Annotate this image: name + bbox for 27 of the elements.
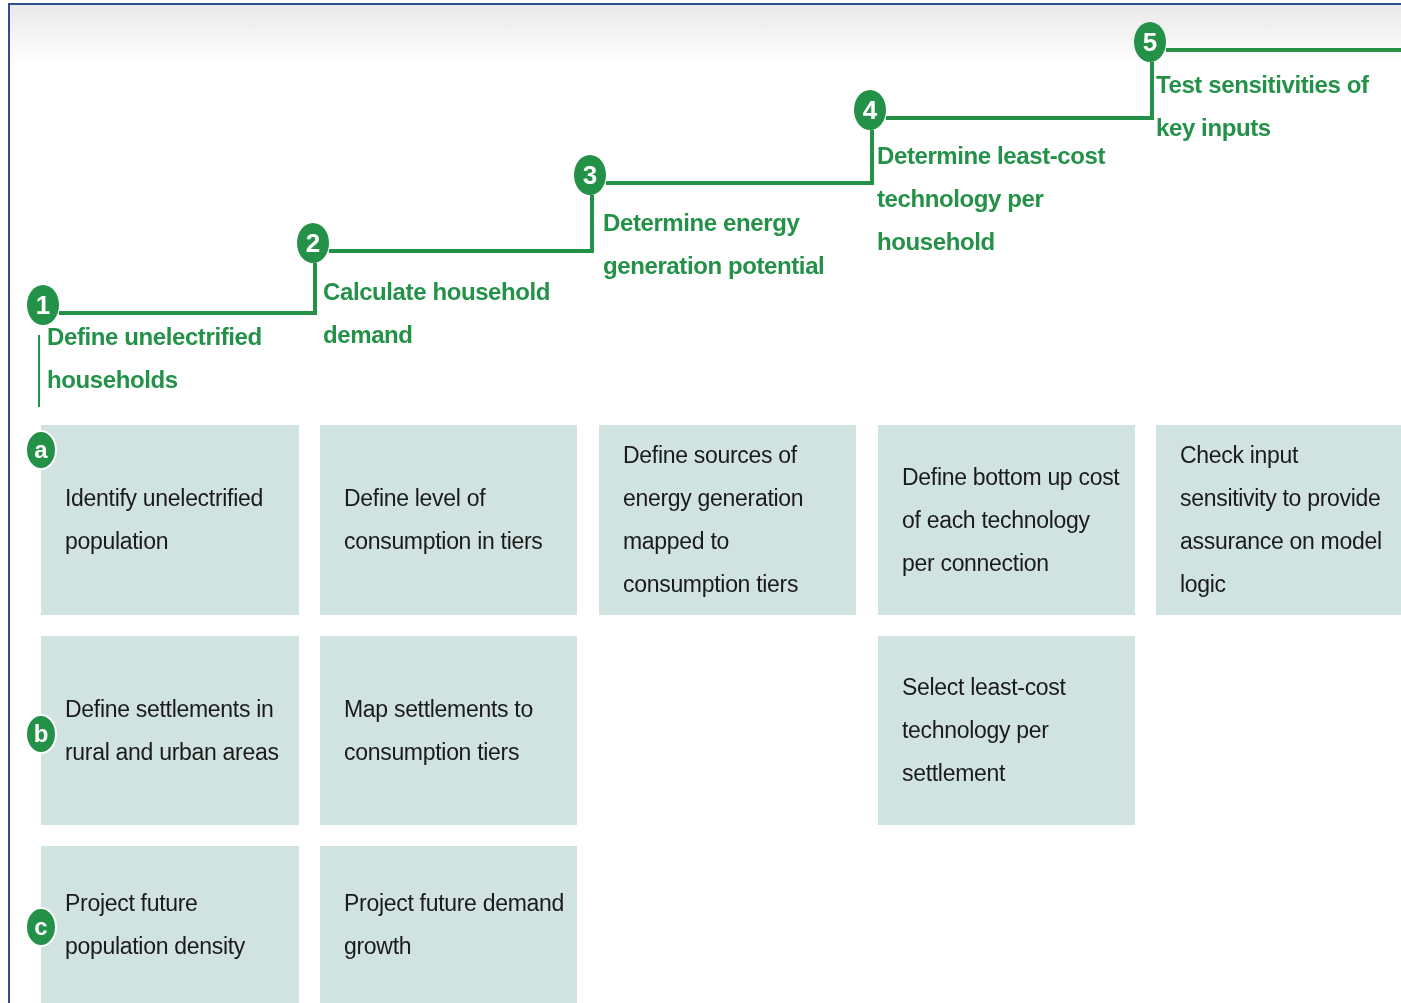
task-text: Define level of consumption in tiers	[344, 484, 544, 556]
task-box	[878, 425, 1135, 615]
connector-line	[886, 62, 1154, 120]
connector-line	[1166, 48, 1401, 52]
connector-line	[329, 195, 594, 253]
step-title: Test sensitivities of key inputs	[1156, 70, 1370, 143]
task-text: Define settlements in rural and urban areas	[65, 694, 280, 767]
step-title: Determine least-cost technology per household	[877, 141, 1107, 257]
task-box	[878, 636, 1135, 825]
task-box	[320, 425, 577, 615]
step-title: Define unelectrified households	[47, 322, 263, 395]
task-box	[320, 636, 577, 825]
connector-line	[606, 130, 874, 185]
task-box	[1156, 425, 1401, 615]
step-title: Calculate household demand	[323, 277, 552, 350]
task-text: Identify unelectrified population	[65, 484, 264, 556]
connector-line	[59, 263, 317, 315]
task-text: Define bottom up cost of each technology per connection	[902, 462, 1121, 578]
task-text: Select least-cost technology per settlement	[902, 673, 1067, 788]
task-box	[320, 846, 577, 1003]
task-box	[599, 425, 856, 615]
task-text: Project future population density	[65, 888, 246, 961]
task-text: Project future demand growth	[344, 888, 565, 961]
task-text: Define sources of energy generation mapped to consumption tiers	[623, 441, 805, 599]
task-text: Map settlements to consumption tiers	[344, 694, 534, 767]
step-title: Determine energy generation potential	[603, 208, 826, 281]
task-text: Check input sensitivity to provide assurance on model logic	[1180, 441, 1383, 599]
